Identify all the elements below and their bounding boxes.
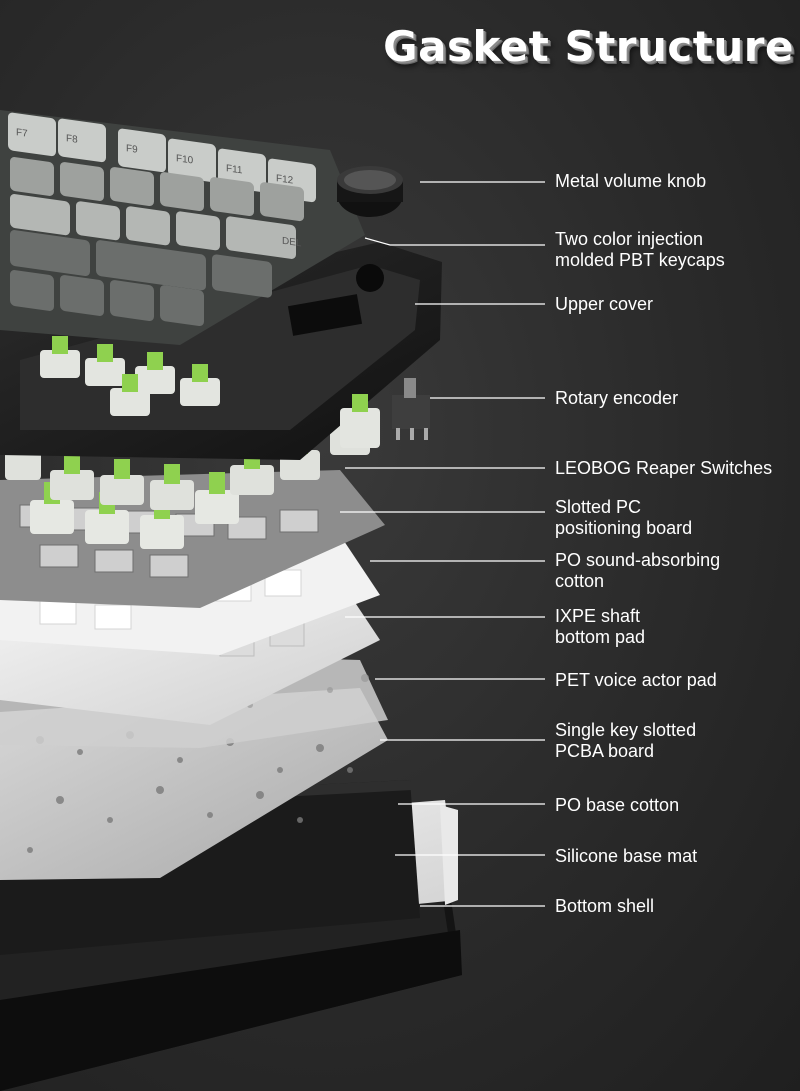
keycap-legend: F8 (66, 133, 78, 146)
keycap-legend: F11 (226, 163, 243, 176)
keycap-legend: F12 (276, 173, 294, 186)
keycap-top-row: F7 F8 F9 F10 F11 F12 (8, 112, 316, 203)
page-title: Gasket Structure (383, 22, 794, 71)
label-po-base-cotton: PO base cotton (555, 795, 680, 815)
label-reaper-switches: LEOBOG Reaper Switches (555, 458, 773, 478)
callout-line-keycaps (364, 237, 545, 246)
callout-lines (340, 181, 545, 907)
label-bottom-shell: Bottom shell (555, 896, 655, 916)
rotary-encoder-part (392, 378, 430, 440)
label-pet-pad: PET voice actor pad (555, 670, 717, 690)
keycap-legend-del: DEL (282, 236, 302, 250)
label-upper-cover: Upper cover (555, 294, 654, 314)
cover-switches (40, 336, 380, 448)
keycap-rows (10, 157, 304, 222)
volume-knob-part (337, 166, 403, 217)
label-pcba-board: Single key slotted PCBA board (555, 720, 697, 761)
keycaps-layer: F7 F8 F9 F10 F11 F12 DEL (0, 110, 365, 345)
keycap-legend: F10 (176, 153, 194, 166)
label-metal-volume-knob: Metal volume knob (555, 171, 707, 191)
label-rotary-encoder: Rotary encoder (555, 388, 679, 408)
label-po-sound-cotton: PO sound-absorbing cotton (555, 550, 721, 591)
keycap-legend: F7 (16, 127, 28, 140)
label-silicone-base-mat: Silicone base mat (555, 846, 698, 866)
label-ixpe-pad: IXPE shaft bottom pad (555, 606, 646, 647)
keycap-legend: F9 (126, 143, 138, 156)
label-pc-positioning-board: Slotted PC positioning board (555, 497, 693, 538)
label-pbt-keycaps: Two color injection molded PBT keycaps (555, 229, 725, 270)
